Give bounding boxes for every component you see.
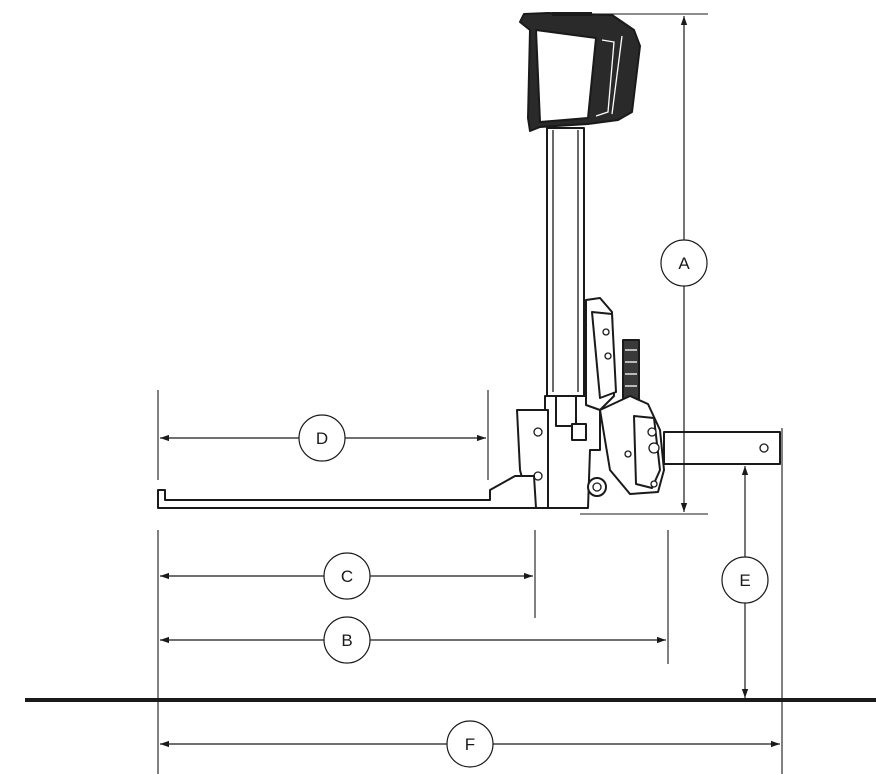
suspension-assembly <box>585 297 665 495</box>
dimension-lines <box>160 16 780 748</box>
label-f-text: F <box>465 735 475 754</box>
head-unit <box>519 12 641 132</box>
label-a-text: A <box>678 254 690 273</box>
label-bubble-a: A <box>660 239 708 287</box>
extension-lines <box>157 13 783 774</box>
label-bubble-d: D <box>298 414 346 462</box>
label-e-text: E <box>739 571 750 590</box>
label-bubble-b: B <box>323 616 371 664</box>
label-bubble-f: F <box>446 720 494 768</box>
label-c-text: C <box>341 567 353 586</box>
label-d-text: D <box>316 429 328 448</box>
machine-drawing <box>157 12 781 509</box>
rear-bar <box>663 431 781 465</box>
label-b-text: B <box>341 631 352 650</box>
label-bubble-e: E <box>721 556 769 604</box>
fork-platform <box>157 475 537 509</box>
label-bubble-c: C <box>323 552 371 600</box>
